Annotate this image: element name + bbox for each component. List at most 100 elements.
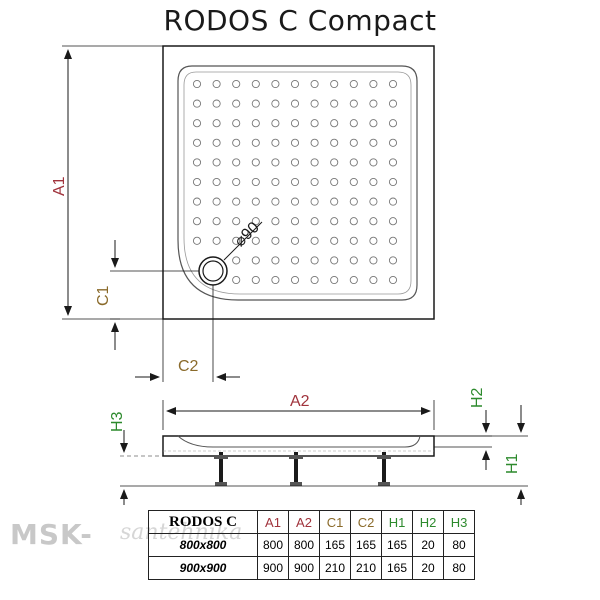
tray-side-basin [177,435,421,448]
anti-slip-dot [251,275,260,285]
anti-slip-dot [388,138,398,147]
anti-slip-dot [388,177,398,187]
cell-value: 165 [350,533,382,557]
anti-slip-dot [388,217,398,226]
anti-slip-dot [271,119,280,128]
anti-slip-dot [290,79,300,89]
c2-label: C2 [178,358,199,375]
cell-value: 165 [381,533,413,557]
dimension-c2: C2 [135,285,240,382]
anti-slip-dot [271,197,280,206]
drain-inner-ring [202,260,224,282]
anti-slip-dot [349,256,358,265]
anti-slip-dot [330,236,339,245]
anti-slip-dot [192,158,202,167]
dimension-c1: C1 [95,240,199,350]
row-size: 900x900 [148,556,258,580]
anti-slip-dot [369,138,378,147]
cell-value: 80 [443,533,475,557]
col-h1: H1 [381,510,413,534]
anti-slip-dot [192,217,202,226]
anti-slip-dot [330,99,339,108]
anti-slip-dot [349,197,358,206]
anti-slip-dot [310,217,319,226]
anti-slip-dot [212,177,221,187]
anti-slip-dot [369,197,378,206]
anti-slip-dot [212,119,221,128]
anti-slip-dot [310,177,319,187]
anti-slip-dot [271,256,280,265]
anti-slip-dot [232,217,241,226]
cell-value: 165 [319,533,351,557]
anti-slip-dot [232,236,241,245]
tray-side-profile [162,435,435,457]
anti-slip-dot [330,256,339,265]
anti-slip-dot [192,236,202,245]
anti-slip-dot [251,177,260,187]
support-foot-center [289,452,303,486]
anti-slip-dot [251,79,260,89]
anti-slip-dot [349,236,358,245]
anti-slip-dot [330,79,339,89]
anti-slip-dot [192,177,202,187]
support-foot-left [214,452,228,486]
cell-value: 210 [350,556,382,580]
anti-slip-dot [369,79,378,89]
col-a1: A1 [257,510,289,534]
anti-slip-dot [349,275,358,285]
anti-slip-dot [310,79,319,89]
anti-slip-dot [349,119,358,128]
cell-value: 80 [443,556,475,580]
col-a2: A2 [288,510,320,534]
anti-slip-dot [388,99,398,108]
anti-slip-dot [212,138,221,147]
anti-slip-dot [349,217,358,226]
tray-inner-rim [183,71,412,295]
anti-slip-dot [212,217,221,226]
anti-slip-dot [369,99,378,108]
col-h3: H3 [443,510,475,534]
anti-slip-dot [212,197,221,206]
anti-slip-dot [369,256,378,265]
anti-slip-dot [232,99,241,108]
anti-slip-dot [310,256,319,265]
table-header-row: RODOS C A1 A2 C1 C2 H1 H2 H3 [148,510,475,534]
anti-slip-dot [330,158,339,167]
anti-slip-dot [310,99,319,108]
cell-value: 900 [257,556,289,580]
anti-slip-dot [212,79,221,89]
anti-slip-dot [232,256,241,265]
anti-slip-dot [251,99,260,108]
anti-slip-dot [369,236,378,245]
table-row: 800x800 800 800 165 165 165 20 80 [148,533,475,557]
anti-slip-dot [310,138,319,147]
anti-slip-dot [232,119,241,128]
a2-label: A2 [290,393,310,410]
cell-value: 20 [412,533,444,557]
anti-slip-dot [388,275,398,285]
anti-slip-dot [330,177,339,187]
c1-label: C1 [95,285,112,306]
tray-outer-outline [162,45,435,320]
dimension-h2: H2 [434,387,492,470]
anti-slip-dot [232,177,241,187]
a1-label: A1 [51,176,68,196]
anti-slip-dot [212,99,221,108]
anti-slip-dot [251,197,260,206]
anti-slip-dot [310,119,319,128]
anti-slip-dot [271,158,280,167]
anti-slip-dot [290,236,300,245]
anti-slip-dot [232,138,241,147]
anti-slip-dot [369,177,378,187]
anti-slip-dot [271,79,280,89]
tray-inner-basin [177,65,418,301]
anti-slip-dot [290,197,300,206]
dimension-h1: H1 [434,405,528,505]
anti-slip-dot [271,236,280,245]
anti-slip-dot [330,197,339,206]
anti-slip-dot [388,119,398,128]
anti-slip-dot [212,158,221,167]
cell-value: 210 [319,556,351,580]
anti-slip-dot [232,197,241,206]
anti-slip-dot [290,217,300,226]
